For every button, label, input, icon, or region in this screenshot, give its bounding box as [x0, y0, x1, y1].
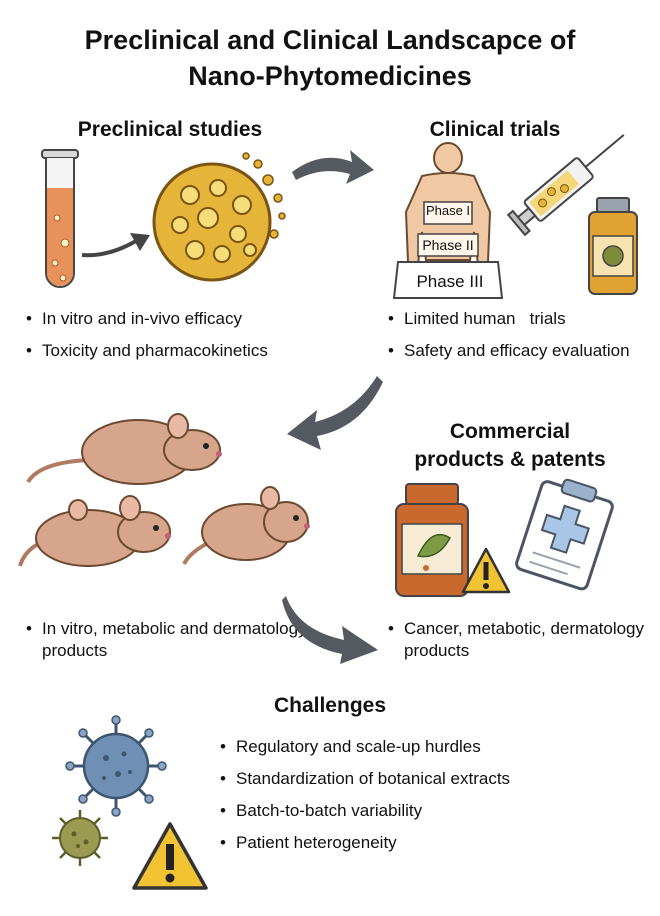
- commercial-bullets: Cancer, metabotic, dermatology products: [386, 618, 646, 672]
- bullet-item: Cancer, metabotic, dermatology products: [386, 618, 646, 662]
- challenges-heading: Challenges: [273, 694, 387, 717]
- to-clinical-arrow: [292, 150, 374, 184]
- bullet-item: Patient heterogeneity: [218, 832, 618, 854]
- phase-label-1: Phase I: [425, 203, 471, 218]
- animal-products-bullets: In vitro, metabolic and dermatology prod…: [24, 618, 314, 672]
- tube-to-particle-arrow: [81, 233, 150, 258]
- phase-label-3: Phase III: [416, 272, 484, 291]
- to-commercial-arrow: [282, 596, 378, 664]
- bullet-item: Standardization of botanical extracts: [218, 768, 618, 790]
- virus-icon-large: [65, 715, 167, 817]
- mouse-icon-right: [182, 486, 310, 565]
- clinical-heading: Clinical trials: [429, 118, 561, 141]
- syringe-icon: [506, 134, 625, 237]
- commercial-heading-line-2: products & patents: [414, 448, 606, 471]
- to-animals-arrow: [287, 376, 383, 450]
- title-line-2: Nano-Phytomedicines: [188, 61, 472, 91]
- human-torso-icon: [392, 142, 504, 299]
- bullet-item: Toxicity and pharmacokinetics: [24, 340, 344, 362]
- test-tube-icon: [41, 149, 79, 288]
- preclinical-heading: Preclinical studies: [77, 118, 263, 141]
- bullet-item: In vitro, metabolic and dermatology prod…: [24, 618, 314, 662]
- preclinical-bullets: In vitro and in-vivo efficacy Toxicity a…: [24, 308, 344, 372]
- challenges-bullets: Regulatory and scale-up hurdles Standard…: [218, 736, 618, 864]
- bullet-item: Limited human trials: [386, 308, 646, 330]
- warning-icon-commercial: [461, 547, 511, 594]
- bullet-item: In vitro and in-vivo efficacy: [24, 308, 344, 330]
- warning-icon-challenges: [132, 822, 208, 890]
- nanoparticle-icon: [152, 152, 286, 282]
- clinical-bullets: Limited human trials Safety and efficacy…: [386, 308, 646, 372]
- bullet-item: Batch-to-batch variability: [218, 800, 618, 822]
- title-line-1: Preclinical and Clinical Landscapce of: [84, 25, 576, 55]
- commercial-heading-line-1: Commercial: [449, 420, 571, 443]
- mouse-icon-top: [26, 413, 222, 485]
- medicine-bottle-icon: [395, 483, 469, 597]
- bullet-item: Regulatory and scale-up hurdles: [218, 736, 618, 758]
- virus-icon-small: [52, 810, 108, 866]
- mouse-icon-left: [18, 495, 171, 567]
- page-title: Preclinical and Clinical Landscapce of N…: [0, 22, 660, 94]
- vial-icon: [588, 197, 638, 295]
- phase-label-2: Phase II: [422, 237, 474, 253]
- bullet-item: Safety and efficacy evaluation: [386, 340, 646, 362]
- clipboard-icon: [515, 478, 614, 591]
- commercial-heading: Commercial products & patents: [390, 418, 630, 474]
